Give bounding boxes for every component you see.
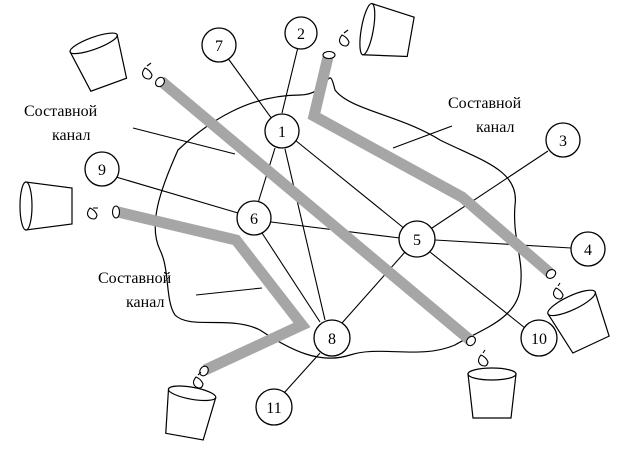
channel-diagonal — [157, 76, 474, 345]
pipe-end-left-bottom — [199, 365, 209, 377]
cup-icon — [359, 2, 415, 58]
drop-icon — [192, 371, 204, 389]
label-line1: Составной — [448, 95, 522, 112]
node-5: 5 — [398, 220, 436, 258]
edge-8-11 — [283, 352, 321, 394]
drop-icon — [86, 207, 98, 220]
node-7: 7 — [201, 27, 237, 63]
node-label: 6 — [250, 211, 258, 228]
edge-5-10 — [429, 251, 526, 329]
edge-5-8 — [341, 251, 406, 324]
drop-icon — [552, 282, 564, 300]
label-composite-channel-left-bottom: Составной канал — [98, 270, 172, 311]
pipe-end-right-top — [322, 50, 336, 60]
node-label: 3 — [559, 133, 567, 150]
node-label: 7 — [215, 38, 223, 55]
pipe-end-diagonal-top — [155, 76, 165, 88]
label-line1: Составной — [24, 103, 98, 120]
edges — [115, 46, 572, 394]
label-line2: канал — [476, 119, 514, 136]
drops — [86, 29, 564, 389]
cup-icon — [547, 289, 610, 354]
drop-icon — [141, 62, 153, 80]
label-line2: канал — [126, 294, 164, 311]
channel-left — [116, 206, 311, 375]
edge-5-3 — [431, 150, 549, 229]
node-label: 2 — [297, 26, 305, 43]
node-10: 10 — [520, 319, 558, 357]
edge-5-4 — [434, 239, 572, 249]
label-leader-left-bottom — [195, 287, 263, 296]
pipe-end-left-top — [111, 205, 121, 219]
node-label: 8 — [328, 331, 336, 348]
label-line1: Составной — [98, 270, 172, 287]
edge-1-5 — [294, 139, 406, 230]
node-3: 3 — [545, 122, 581, 158]
drop-icon — [338, 29, 350, 47]
network-region-outline — [154, 77, 522, 359]
node-1: 1 — [264, 113, 300, 149]
pipe-end-diagonal-bottom — [466, 335, 476, 347]
node-8: 8 — [313, 319, 351, 357]
cup-icon — [467, 367, 517, 419]
pipe-end-right-bottom — [545, 269, 557, 279]
label-leader-right-top — [392, 125, 453, 149]
node-4: 4 — [570, 231, 606, 267]
node-9: 9 — [84, 151, 120, 187]
node-label: 1 — [278, 124, 286, 141]
edge-6-8 — [261, 232, 321, 323]
channels — [116, 55, 554, 375]
label-composite-channel-right-top: Составной канал — [448, 95, 522, 136]
edge-9-6 — [115, 176, 239, 214]
channel-right — [307, 55, 554, 278]
node-11: 11 — [255, 388, 293, 426]
label-leader-left-top — [132, 127, 236, 155]
label-composite-channel-left-top: Составной канал — [24, 103, 98, 144]
node-label: 4 — [584, 242, 592, 259]
cup-icon — [69, 32, 128, 92]
node-label: 10 — [531, 331, 547, 348]
edge-2-1 — [281, 46, 299, 114]
cup-icon — [19, 181, 73, 231]
node-label: 5 — [413, 232, 421, 249]
edge-1-8 — [284, 148, 326, 321]
node-label: 11 — [266, 400, 281, 417]
label-line2: канал — [52, 127, 90, 144]
node-label: 9 — [98, 162, 106, 179]
cup-icon — [165, 385, 217, 441]
node-6: 6 — [236, 200, 272, 236]
drop-icon — [477, 349, 489, 367]
pipe-ends — [111, 50, 557, 377]
node-2: 2 — [284, 16, 318, 50]
